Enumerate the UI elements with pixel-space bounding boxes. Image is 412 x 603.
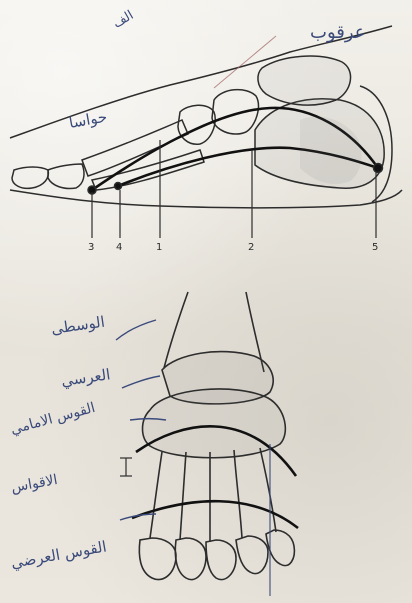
- metatarsal-2: [180, 452, 186, 540]
- arch-number-labels: 3 4 1 2 5: [88, 242, 378, 253]
- toe-phalanx-1: [12, 167, 48, 188]
- arch-number-3: 3: [88, 242, 94, 253]
- metatarsal-4: [234, 450, 242, 538]
- lateral-foot-diagram: [10, 26, 402, 238]
- toe-4: [236, 536, 268, 574]
- annotation-calcaneus: عرقوب: [310, 22, 366, 43]
- annotation-arches: الاقواس: [10, 472, 59, 496]
- leader-line-upper-2: [122, 376, 160, 388]
- metatarsal-1: [150, 452, 162, 538]
- annotation-front-arch: القوس الامامي: [9, 400, 97, 438]
- metatarsal-bone-2: [92, 150, 204, 190]
- annotation-transverse-arch: القوس العرضي: [10, 537, 108, 572]
- arch-number-2: 2: [248, 242, 254, 253]
- talus-bone: [258, 56, 351, 105]
- annotation-middle: الوسطى: [50, 313, 106, 338]
- handwritten-annotations-bottom: الوسطى العرسي القوس الامامي الاقواس القو…: [9, 313, 112, 573]
- annotation-top-left: الف: [111, 8, 137, 32]
- arch-number-1: 1: [156, 242, 162, 253]
- navicular-bone: [212, 90, 258, 134]
- arch-anchor-point-5: [374, 164, 383, 173]
- arch-number-4: 4: [116, 242, 122, 253]
- toe-3: [206, 540, 236, 580]
- dorsal-foot-diagram: [116, 292, 298, 596]
- annotation-metatarsal: حواسا: [68, 108, 109, 132]
- toe-1: [139, 538, 176, 580]
- metatarsal-5: [260, 448, 276, 532]
- toe-phalanx-2: [48, 164, 84, 189]
- leader-line-upper-1: [116, 320, 156, 340]
- foot-sole-outline: [10, 190, 402, 208]
- toe-2: [175, 538, 206, 580]
- annotation-tarsal: العرسي: [60, 365, 111, 391]
- tarsal-bones: [143, 389, 286, 458]
- arch-number-5: 5: [372, 242, 378, 253]
- arch-anchor-point-4: [115, 183, 122, 190]
